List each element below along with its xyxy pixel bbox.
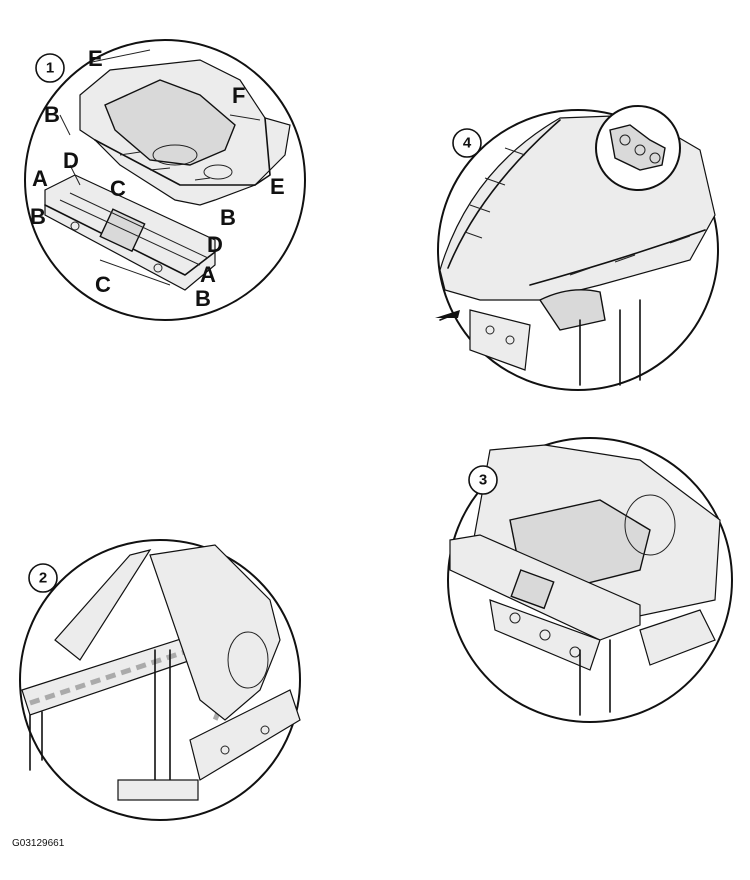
inner-wheel-arch (149, 544, 281, 721)
step1-number: 1 (46, 60, 54, 77)
callout-d-right: D (207, 232, 223, 257)
floor-pan-markings (119, 151, 211, 181)
panel-sealing-line-2 (529, 229, 706, 286)
floor-pan-side (254, 117, 271, 186)
crossmember-bracket (99, 208, 146, 253)
clip-hole-2 (634, 144, 646, 156)
support-post (154, 649, 171, 791)
step2-number: 2 (39, 570, 47, 587)
callout-b-right: B (220, 205, 236, 230)
callout-f: F (232, 83, 245, 108)
step1-number-badge (35, 53, 65, 83)
cut-line-horizontal (29, 629, 246, 706)
callout-b-lower-left: B (30, 204, 46, 229)
side-panel-step3 (639, 609, 716, 666)
callout-b-bottom: B (195, 286, 211, 311)
step4-detail: 4 (435, 105, 719, 391)
step3-number: 3 (479, 472, 487, 489)
callout-c-mid: C (110, 176, 126, 201)
step3-fixing-1 (509, 612, 521, 624)
crossmember-edge (44, 204, 216, 276)
dimension-arrows (464, 147, 691, 276)
callout-a-left: A (32, 166, 48, 191)
callout-e-top: E (88, 46, 103, 71)
support-stand-step3 (579, 639, 611, 716)
step2-fixing-2 (260, 725, 270, 735)
callout-a-right: A (200, 262, 216, 287)
fixing-2 (505, 335, 515, 345)
crossmember-bracket-step3 (510, 569, 555, 610)
step2-fixing-1 (220, 745, 230, 755)
step3-detail: 3 (447, 437, 733, 723)
callout-e-right: E (270, 174, 285, 199)
crossmember-fixing-left (70, 221, 80, 231)
step1-detail: 1 E B F D A C E B B D A C B (24, 39, 306, 321)
clip-hole-1 (619, 134, 631, 146)
support-base (117, 779, 199, 801)
callout-c-bottom: C (95, 272, 111, 297)
wheel-arch-area (538, 289, 606, 331)
diagonal-rail (54, 549, 152, 661)
direction-arrow (435, 310, 460, 318)
rear-crossmember-step2 (189, 689, 301, 781)
clip-part (609, 124, 666, 171)
callout-d-left: D (63, 148, 79, 173)
step4-number: 4 (463, 135, 472, 152)
crossmember-ribs (59, 192, 209, 266)
step4-number-badge (452, 128, 482, 158)
spare-wheel-well (152, 144, 198, 166)
figure-code: G03129661 (12, 838, 65, 849)
clip-hole-3 (649, 152, 661, 164)
fixing-1 (485, 325, 495, 335)
step3-fixing-2 (539, 629, 551, 641)
crossmember-fixing-right (153, 263, 163, 273)
rear-crossmember-mounted (469, 309, 531, 371)
callout-b-left: B (44, 102, 60, 127)
step2-number-badge (28, 563, 58, 593)
wheel-well-step3 (624, 494, 676, 556)
drain-hole (203, 164, 233, 180)
direction-arrow-shaft (439, 313, 456, 321)
step2-detail: 2 (19, 539, 301, 821)
panel-sealing-line-1 (447, 119, 561, 269)
floor-pan-recess (104, 79, 236, 166)
wheel-arch-shape (227, 631, 269, 689)
rear-lower-panel (489, 599, 601, 671)
step3-number-badge (468, 465, 498, 495)
step1-callout-lines (59, 49, 261, 286)
support-stand (579, 299, 641, 386)
support-left (29, 711, 43, 771)
